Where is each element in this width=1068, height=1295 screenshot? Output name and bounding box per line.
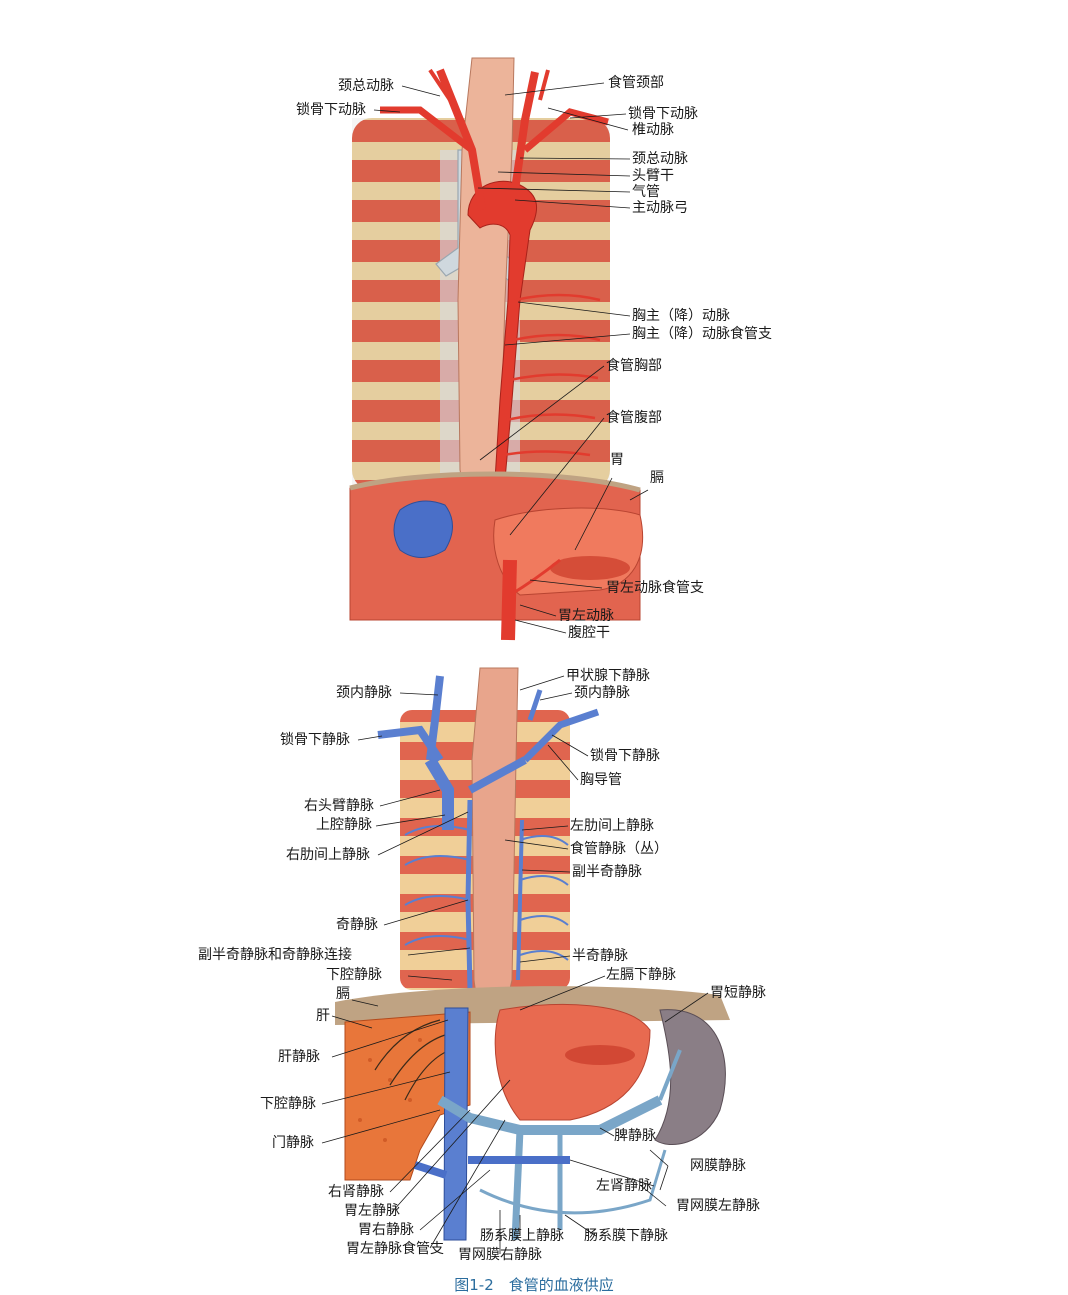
label-portal-vein: 门静脉 <box>272 1135 314 1151</box>
label-vertebral-artery: 椎动脉 <box>632 122 674 138</box>
label-aortic-esophageal-branch: 胸主（降）动脉食管支 <box>632 326 772 342</box>
label-celiac-trunk: 腹腔干 <box>568 625 610 641</box>
label-abdominal-esophagus: 食管腹部 <box>606 410 662 426</box>
label-brachiocephalic-trunk: 头臂干 <box>632 168 674 184</box>
label-thoracic-esophagus: 食管胸部 <box>606 358 662 374</box>
label-subclavian-artery-right: 锁骨下动脉 <box>628 106 698 122</box>
label-left-superior-intercostal-vein: 左肋间上静脉 <box>570 818 654 834</box>
label-common-carotid-artery-right: 颈总动脉 <box>632 151 688 167</box>
label-trachea: 气管 <box>632 184 660 200</box>
label-aortic-arch: 主动脉弓 <box>632 200 688 216</box>
label-short-gastric-veins: 胃短静脉 <box>710 985 766 1001</box>
figure1-artery-illustration <box>349 57 644 641</box>
label-right-gastric-vein: 胃右静脉 <box>358 1222 414 1238</box>
figure1-leader-lines <box>373 82 649 634</box>
label-left-gastric-vein: 胃左静脉 <box>344 1203 400 1219</box>
label-superior-mesenteric-vein: 肠系膜上静脉 <box>480 1228 564 1244</box>
label-cervical-esophagus: 食管颈部 <box>608 75 664 91</box>
label-superior-vena-cava: 上腔静脉 <box>316 817 372 833</box>
spleen <box>654 1009 726 1146</box>
label-hemiazygos-vein: 半奇静脉 <box>572 948 628 964</box>
label-splenic-vein: 脾静脉 <box>614 1128 656 1144</box>
label-omental-veins: 网膜静脉 <box>690 1158 746 1174</box>
label-internal-jugular-vein-left: 颈内静脉 <box>336 685 392 701</box>
figure2-vein-illustration <box>335 667 730 1241</box>
aorta <box>467 180 538 481</box>
label-subclavian-vein-right: 锁骨下静脉 <box>590 748 660 764</box>
ivc-opening <box>393 500 453 558</box>
stomach-2 <box>494 1004 651 1121</box>
label-inferior-vena-cava: 下腔静脉 <box>260 1096 316 1112</box>
label-diaphragm-2: 膈 <box>336 986 350 1002</box>
label-left-inferior-phrenic-vein: 左膈下静脉 <box>606 967 676 983</box>
label-internal-jugular-vein-right: 颈内静脉 <box>574 685 630 701</box>
label-left-gastric-esophageal-branch-vein: 胃左静脉食管支 <box>346 1241 444 1257</box>
label-descending-thoracic-aorta: 胸主（降）动脉 <box>632 308 730 324</box>
label-inferior-thyroid-vein: 甲状腺下静脉 <box>566 668 650 684</box>
label-right-brachiocephalic-vein: 右头臂静脉 <box>304 798 374 814</box>
label-esophageal-venous-plexus: 食管静脉（丛） <box>570 841 668 857</box>
label-subclavian-vein-left: 锁骨下静脉 <box>280 732 350 748</box>
label-common-carotid-artery-left: 颈总动脉 <box>338 78 394 94</box>
label-left-gastric-artery: 胃左动脉 <box>558 608 614 624</box>
label-accessory-hemiazygos-vein: 副半奇静脉 <box>572 864 642 880</box>
label-hepatic-vein: 肝静脉 <box>278 1049 320 1065</box>
label-hemiazygos-connection: 副半奇静脉和奇静脉连接 <box>198 947 352 963</box>
label-subclavian-artery-left: 锁骨下动脉 <box>296 102 366 118</box>
figure2-leader-lines <box>321 675 709 1254</box>
label-stomach: 胃 <box>610 452 624 468</box>
label-left-gastroepiploic-vein: 胃网膜左静脉 <box>676 1198 760 1214</box>
esophagus-2 <box>471 667 519 1011</box>
label-thoracic-duct: 胸导管 <box>580 772 622 788</box>
label-inferior-vena-cava-upper: 下腔静脉 <box>326 967 382 983</box>
label-azygos-vein: 奇静脉 <box>336 917 378 933</box>
label-left-gastric-esophageal-branch: 胃左动脉食管支 <box>606 580 704 596</box>
label-right-gastroepiploic-vein: 胃网膜右静脉 <box>458 1247 542 1263</box>
label-liver: 肝 <box>316 1008 330 1024</box>
label-diaphragm: 膈 <box>650 470 664 486</box>
label-left-renal-vein: 左肾静脉 <box>596 1178 652 1194</box>
figure-caption: 图1-2 食管的血液供应 <box>454 1276 614 1294</box>
label-inferior-mesenteric-vein: 肠系膜下静脉 <box>584 1228 668 1244</box>
label-right-renal-vein: 右肾静脉 <box>328 1184 384 1200</box>
label-right-superior-intercostal-vein: 右肋间上静脉 <box>286 847 370 863</box>
